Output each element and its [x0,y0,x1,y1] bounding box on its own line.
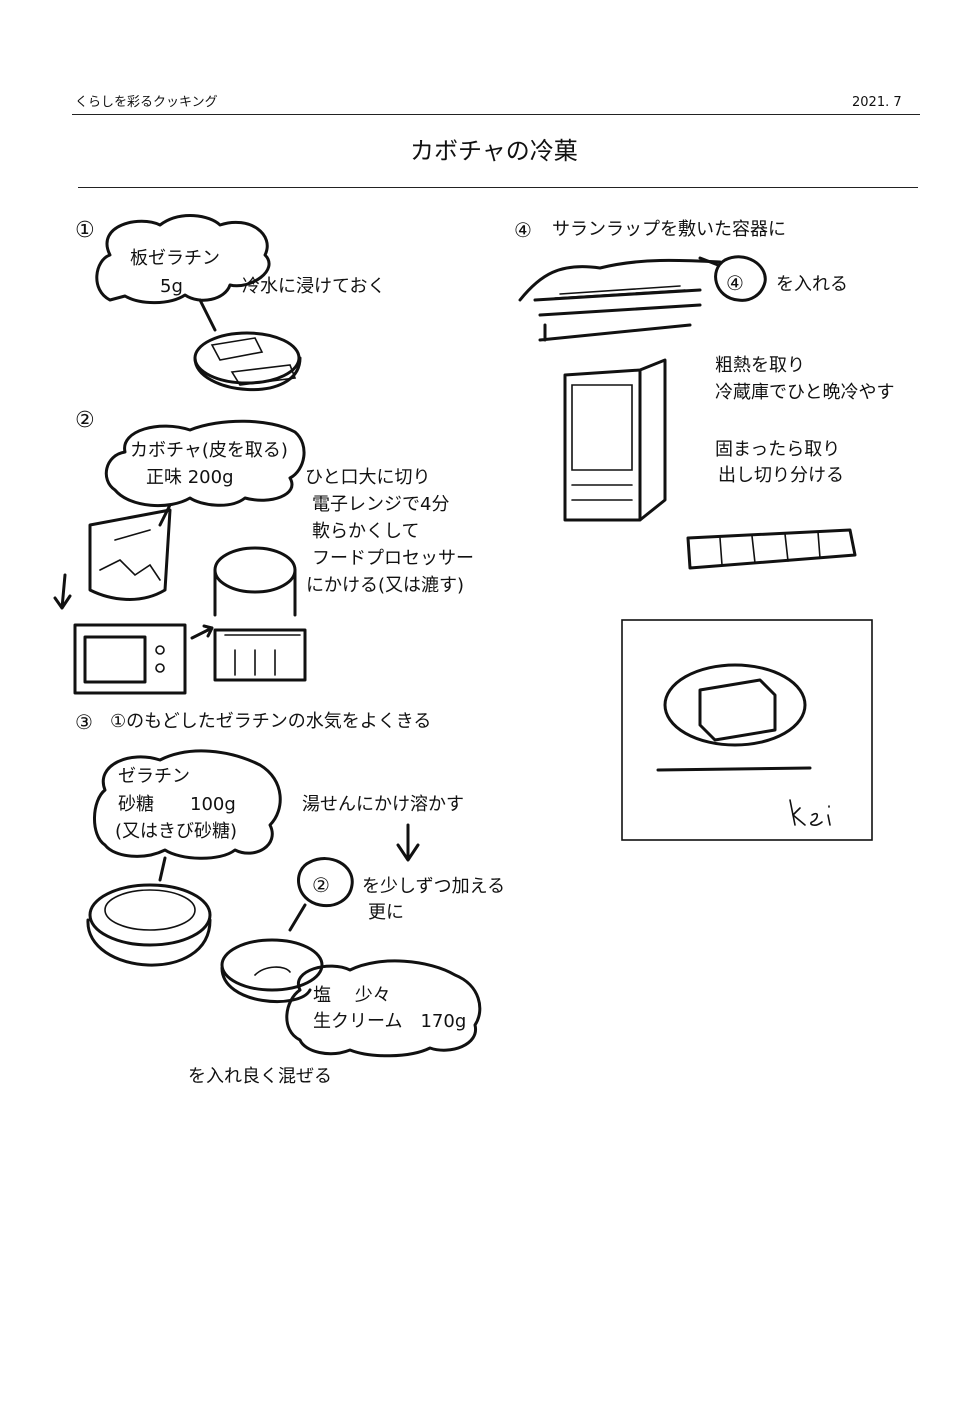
step3-bubble-line2: 砂糖 100g [118,794,236,815]
step2-text-1: ひと口大に切り [305,467,431,488]
arrow-down-icon [53,573,72,610]
step3-text2-1: を少しずつ加える [362,876,506,897]
step4-ref-bubble: ④ [726,271,744,295]
step4-number: ④ [514,218,532,242]
container-with-wrap-drawing [518,258,722,342]
step3-bubble-line1: ゼラチン [118,766,190,787]
header-series: くらしを彩るクッキング [75,95,218,110]
step4-text1: を入れる [776,274,848,295]
step3-text3: を入れ良く混ぜる [188,1066,332,1087]
step3-bubble2-line2: 生クリーム 170g [313,1011,467,1032]
step2-text-4: フードプロセッサー [312,548,474,569]
step4-text2-1: 粗熱を取り [715,355,805,376]
step2-text-5: にかける(又は漉す) [306,575,465,596]
step4-heading: サランラップを敷いた容器に [552,219,786,240]
bowl-mix-drawing [220,938,324,1003]
speech-bubble-cream [285,959,482,1058]
step2-bubble-line1: カボチャ(皮を取る) [130,440,288,461]
header-rule [72,114,920,115]
header-date: 2021. 7 [852,95,902,110]
speech-bubble-pumpkin [104,419,306,527]
serving-frame [621,619,873,841]
step2-text-2: 電子レンジで4分 [312,494,450,515]
microwave-drawing [73,623,187,695]
step3-bubble-line3: (又はきび砂糖) [115,821,238,842]
refrigerator-drawing [563,358,667,522]
step2-number: ② [75,408,95,433]
step3-text2-2: 更に [368,902,404,923]
step1-text: 冷水に浸けておく [242,276,386,297]
speech-bubble-sugar [93,749,282,882]
speech-bubble-gelatin [95,214,271,332]
step2-text-3: 軟らかくして [312,521,420,542]
step1-bubble-line2: 5g [160,276,183,297]
food-processor-drawing [213,546,307,682]
bowl-sugar-drawing [86,883,212,967]
signature-kei [789,799,831,826]
pumpkin-bag-drawing [88,508,172,601]
step1-bubble-line1: 板ゼラチン [130,248,220,269]
step4-text2-2: 冷蔵庫でひと晩冷やす [715,382,895,403]
step2-bubble-line2: 正味 200g [146,467,234,488]
arrow-right-icon [190,624,214,640]
step3-text1: 湯せんにかけ溶かす [302,794,464,815]
step4-text3-2: 出し切り分ける [718,465,844,486]
speech-bubble-pumpkin-ref [288,857,354,932]
step3-heading: ①のもどしたゼラチンの水気をよくきる [110,711,432,732]
step3-bubble2-line1: 塩 少々 [313,985,391,1006]
step3-number: ③ [75,710,93,734]
plated-dessert-drawing [656,663,812,772]
step3-ref-bubble: ② [312,873,330,897]
title-rule [78,187,918,188]
arrow-down-icon-2 [396,823,420,862]
step4-text3-1: 固まったら取り [715,439,841,460]
cut-bars-drawing [686,528,857,570]
step1-number: ① [75,218,95,243]
page-title: カボチャの冷菓 [410,137,578,165]
speech-bubble-ref-4 [698,255,767,302]
bowl-gelatin-drawing [193,331,302,391]
